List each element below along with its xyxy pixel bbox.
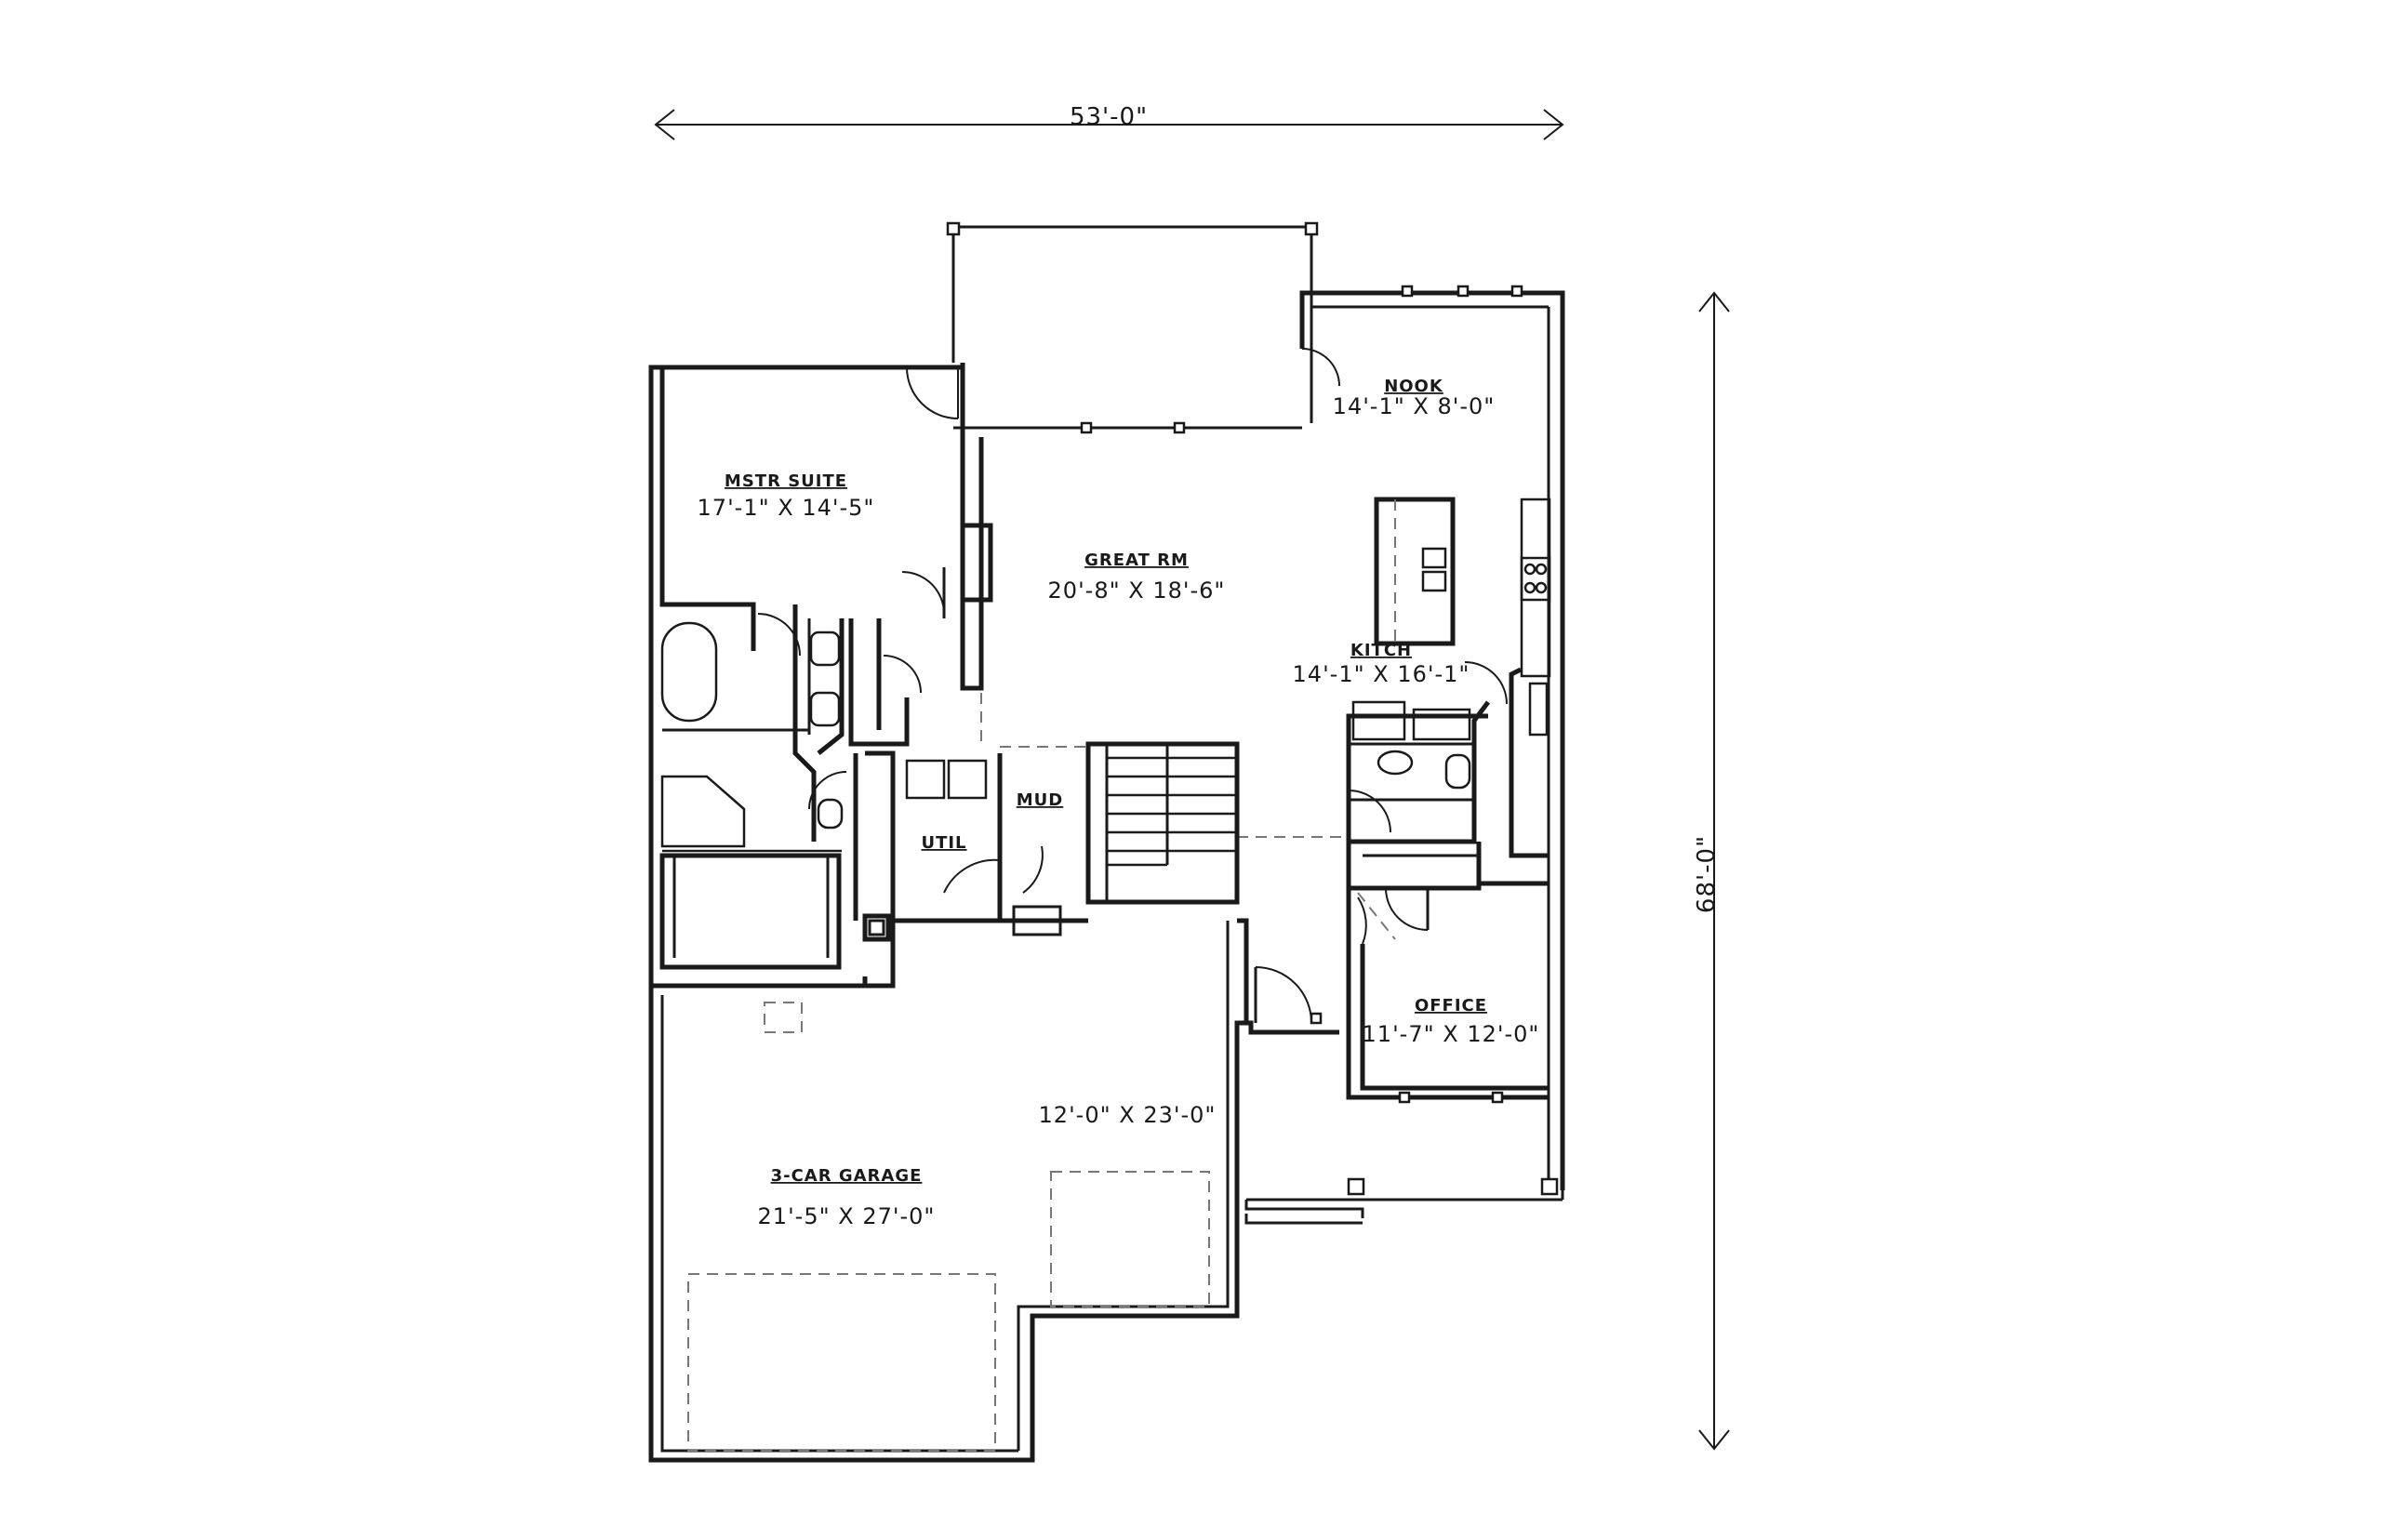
master-closet xyxy=(659,853,842,970)
kitchen-counters xyxy=(1464,498,1551,858)
master-suite-label: MSTR SUITE xyxy=(725,471,847,491)
attic-access xyxy=(764,1002,803,1033)
utility-mud xyxy=(853,750,1088,942)
office xyxy=(1346,888,1549,1104)
washer xyxy=(905,759,946,800)
garage xyxy=(648,918,1339,1463)
powder-toilet xyxy=(1444,753,1471,790)
fridge xyxy=(1528,682,1549,737)
garage-label: 3-CAR GARAGE xyxy=(771,1166,923,1186)
master-suite-size: 17'-1" X 14'-5" xyxy=(698,495,875,521)
powder-sink xyxy=(1377,750,1414,776)
office-size: 11'-7" X 12'-0" xyxy=(1363,1021,1540,1047)
stairs xyxy=(1000,741,1240,905)
toilet xyxy=(817,798,844,830)
office-hall xyxy=(1237,836,1549,931)
bathtub xyxy=(660,621,718,723)
parking-bay-large xyxy=(687,1273,996,1452)
shower xyxy=(660,775,746,848)
master-bath xyxy=(660,604,847,853)
kitchen-size: 14'-1" X 16'-1" xyxy=(1293,661,1470,687)
mud-label: MUD xyxy=(1017,790,1063,810)
range xyxy=(1520,556,1551,602)
great-room-label: GREAT RM xyxy=(1084,551,1189,570)
hall-linen xyxy=(848,567,946,747)
width-dimension-label: 53'-0" xyxy=(1070,103,1148,131)
nook-size: 14'-1" X 8'-0" xyxy=(1333,393,1496,419)
front-porch xyxy=(1244,1097,1564,1225)
depth-dimension: 68'-0" xyxy=(1693,291,1730,1451)
sink-left xyxy=(1421,547,1447,569)
width-dimension: 53'-0" xyxy=(654,103,1564,140)
dryer xyxy=(947,759,988,800)
kitchen-label: KITCH xyxy=(1350,641,1412,660)
kitchen-island xyxy=(1374,497,1456,646)
covered-patio xyxy=(946,221,1319,434)
powder-pantry xyxy=(1346,700,1490,844)
depth-dimension-label: 68'-0" xyxy=(1693,835,1721,913)
vanity-sink-1 xyxy=(809,631,841,667)
room-labels: NOOK 14'-1" X 8'-0" MSTR SUITE 17'-1" X … xyxy=(698,377,1540,1229)
great-room-size: 20'-8" X 18'-6" xyxy=(1048,578,1226,604)
nook-label: NOOK xyxy=(1384,377,1443,396)
fireplace xyxy=(960,523,993,603)
sink-right xyxy=(1421,570,1447,592)
vanity-sink-2 xyxy=(809,691,841,727)
nook-kitchen-shell xyxy=(1299,285,1565,1190)
util-label: UTIL xyxy=(921,833,966,853)
parking-bay-small xyxy=(1050,1171,1210,1308)
garage-bay-size: 12'-0" X 23'-0" xyxy=(1039,1102,1217,1128)
office-label: OFFICE xyxy=(1415,996,1487,1016)
great-room-west-wall xyxy=(960,437,993,744)
garage-size: 21'-5" X 27'-0" xyxy=(758,1203,936,1229)
